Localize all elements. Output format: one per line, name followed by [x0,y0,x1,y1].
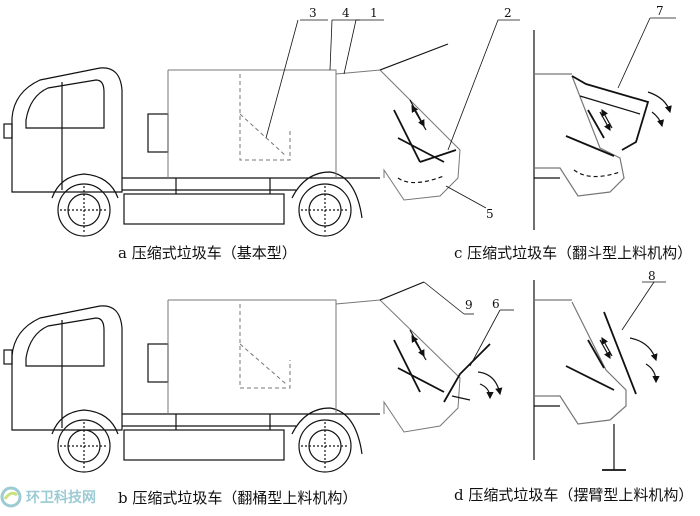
part-number-9: 9 [465,298,473,312]
panel-d-detail [533,280,666,471]
watermark-text: 环卫科技网 [26,490,96,506]
truck-b [3,281,514,473]
part-number-2: 2 [504,6,512,20]
caption-d: d 压缩式垃圾车（摆臂型上料机构） [454,486,694,504]
part-number-6: 6 [492,297,500,311]
caption-a: a 压缩式垃圾车（基本型） [118,244,297,262]
caption-c: c 压缩式垃圾车（翻斗型上料机构） [454,244,693,262]
truck-a [3,19,520,237]
watermark-logo-icon [0,486,22,508]
watermark: 环卫科技网 [0,484,96,510]
part-number-3: 3 [309,6,317,20]
caption-b: b 压缩式垃圾车（翻桶型上料机构） [118,489,358,507]
part-number-4: 4 [342,6,350,20]
panel-c-detail [533,17,676,230]
part-number-8: 8 [648,269,656,283]
part-number-1: 1 [370,6,378,20]
part-number-7: 7 [656,4,664,18]
part-number-5: 5 [486,207,494,221]
